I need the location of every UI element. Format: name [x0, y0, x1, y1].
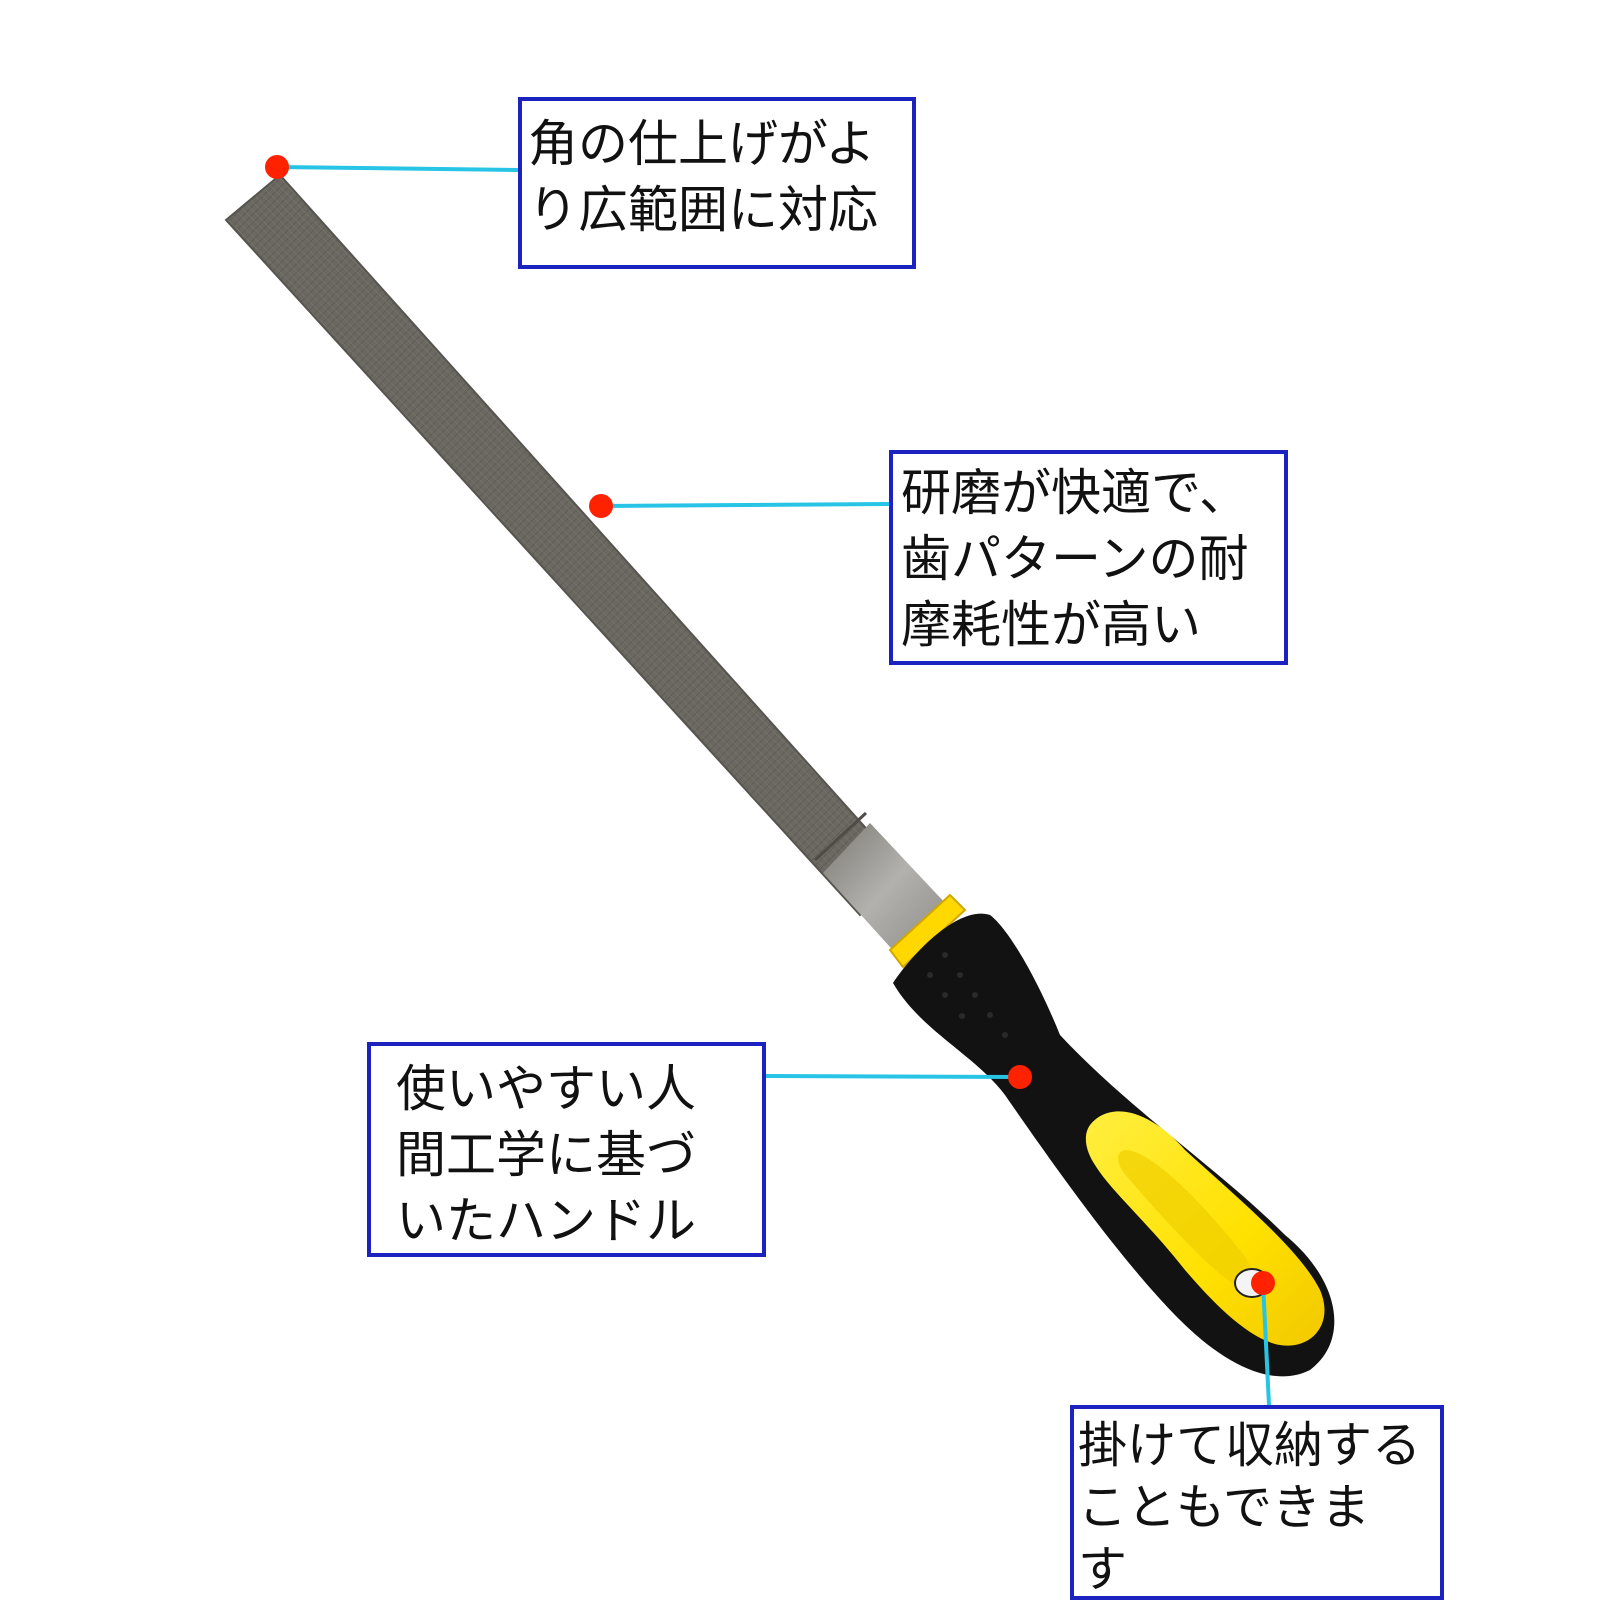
callout-hang: 掛けて収納する こともできま す — [1070, 1405, 1444, 1600]
red-marker-dot-teeth — [589, 494, 613, 518]
red-marker-dot-handle — [1008, 1065, 1032, 1089]
red-marker-dot-hang — [1251, 1271, 1275, 1295]
leader-line-tip — [276, 165, 519, 172]
callout-teeth: 研磨が快適で、 歯パターンの耐 摩耗性が高い — [889, 450, 1288, 665]
marker-dots — [265, 155, 1275, 1295]
grip-groove — [1118, 1150, 1253, 1286]
callout-tip-line-2: り広範囲に対応 — [528, 181, 878, 239]
callout-hang-line-2: こともできま — [1078, 1479, 1371, 1536]
callout-handle-line-2: 間工学に基づ — [396, 1126, 696, 1184]
callout-hang-line-1: 掛けて収納する — [1078, 1417, 1422, 1474]
callout-handle-line-3: いたハンドル — [396, 1192, 696, 1250]
callout-tip: 角の仕上げがよ り広範囲に対応 — [518, 97, 916, 269]
tooth-edge — [813, 811, 868, 862]
file-blade — [224, 173, 909, 917]
callout-teeth-line-3: 摩耗性が高い — [901, 596, 1201, 654]
callout-teeth-line-1: 研磨が快適で、 — [901, 464, 1249, 522]
callout-hang-line-3: す — [1078, 1541, 1128, 1598]
red-marker-dot-tip — [265, 155, 289, 179]
leader-line-handle — [765, 1074, 1021, 1079]
callout-handle: 使いやすい人 間工学に基づ いたハンドル — [367, 1042, 766, 1257]
leader-line-teeth — [600, 502, 890, 508]
callout-tip-line-1: 角の仕上げがよ — [528, 115, 876, 173]
callout-teeth-line-2: 歯パターンの耐 — [901, 530, 1249, 588]
ferrule — [888, 893, 967, 969]
callout-handle-line-1: 使いやすい人 — [396, 1060, 696, 1118]
leader-lines — [276, 165, 1271, 1406]
leader-line-hang — [1261, 1282, 1271, 1406]
grip-texture — [927, 952, 1008, 1038]
file-tang — [823, 823, 947, 958]
